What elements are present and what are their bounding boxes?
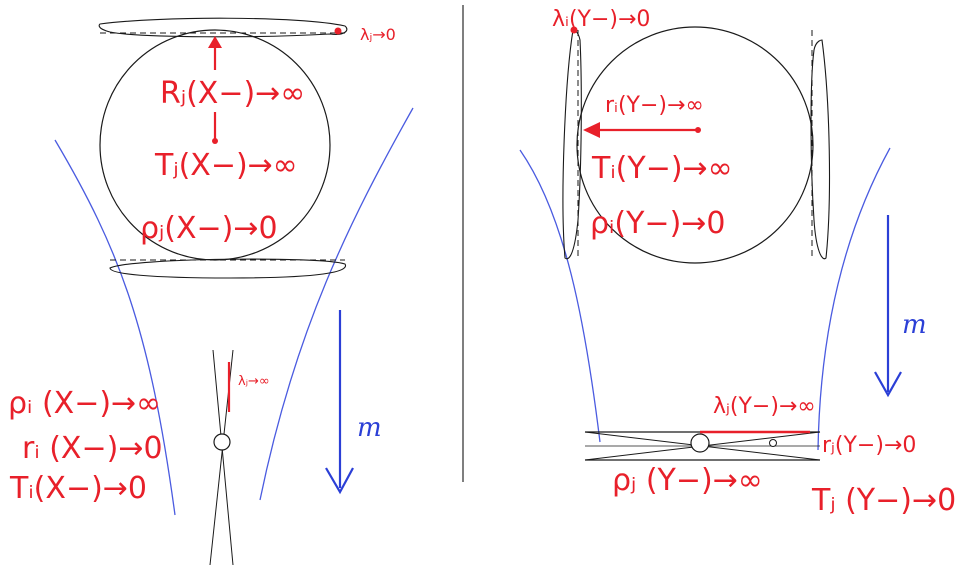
right-T-bottom-label: Tⱼ (Y−)→0 xyxy=(811,483,956,518)
right-r-bottom-label: rⱼ(Y−)→0 xyxy=(822,433,916,458)
left-r-bottom-label: rᵢ (X−)→0 xyxy=(22,431,163,466)
right-rho-top-label: ρᵢ(Y−)→0 xyxy=(590,206,726,241)
left-m-label: m xyxy=(357,413,382,443)
left-T-dot xyxy=(212,138,218,144)
right-left-disc xyxy=(563,30,581,259)
right-right-disc xyxy=(811,40,829,259)
left-panel: λⱼ→0 Rⱼ(X−)→∞ Tⱼ(X−)→∞ ρⱼ(X−)→0 λⱼ→∞ ρᵢ … xyxy=(8,18,413,565)
right-panel: λᵢ(Y−)→0 rᵢ(Y−)→∞ Tᵢ(Y−)→∞ ρᵢ(Y−)→0 m λⱼ… xyxy=(520,7,956,518)
right-r-top-label: rᵢ(Y−)→∞ xyxy=(605,93,704,118)
left-R-arrowhead xyxy=(208,36,222,48)
left-rho-bottom-label: ρᵢ (X−)→∞ xyxy=(8,386,161,421)
left-bottom-disc xyxy=(110,259,346,278)
left-top-disc xyxy=(99,18,347,37)
right-r-dot xyxy=(695,127,701,133)
left-lambda-small-label: λⱼ→∞ xyxy=(238,374,270,389)
right-lambda-top-label: λᵢ(Y−)→0 xyxy=(552,7,650,32)
right-blue-curve-right xyxy=(818,148,890,450)
left-lambda-top-label: λⱼ→0 xyxy=(360,25,396,44)
right-rho-bottom-label: ρⱼ (Y−)→∞ xyxy=(612,463,763,498)
left-rho-top-label: ρⱼ(X−)→0 xyxy=(140,211,278,246)
left-R-label: Rⱼ(X−)→∞ xyxy=(160,76,305,111)
left-T-top-label: Tⱼ(X−)→∞ xyxy=(154,148,298,183)
left-top-dot xyxy=(335,28,342,35)
right-bottom-large-point xyxy=(691,434,709,452)
right-T-top-label: Tᵢ(Y−)→∞ xyxy=(591,151,733,186)
right-m-label: m xyxy=(902,310,927,340)
left-neck-point xyxy=(214,434,230,450)
right-lambda-bottom-label: λⱼ(Y−)→∞ xyxy=(713,394,816,419)
left-T-bottom-label: Tᵢ(X−)→0 xyxy=(9,471,147,506)
right-r-arrowhead xyxy=(583,122,600,138)
right-bottom-small-point xyxy=(770,440,777,447)
